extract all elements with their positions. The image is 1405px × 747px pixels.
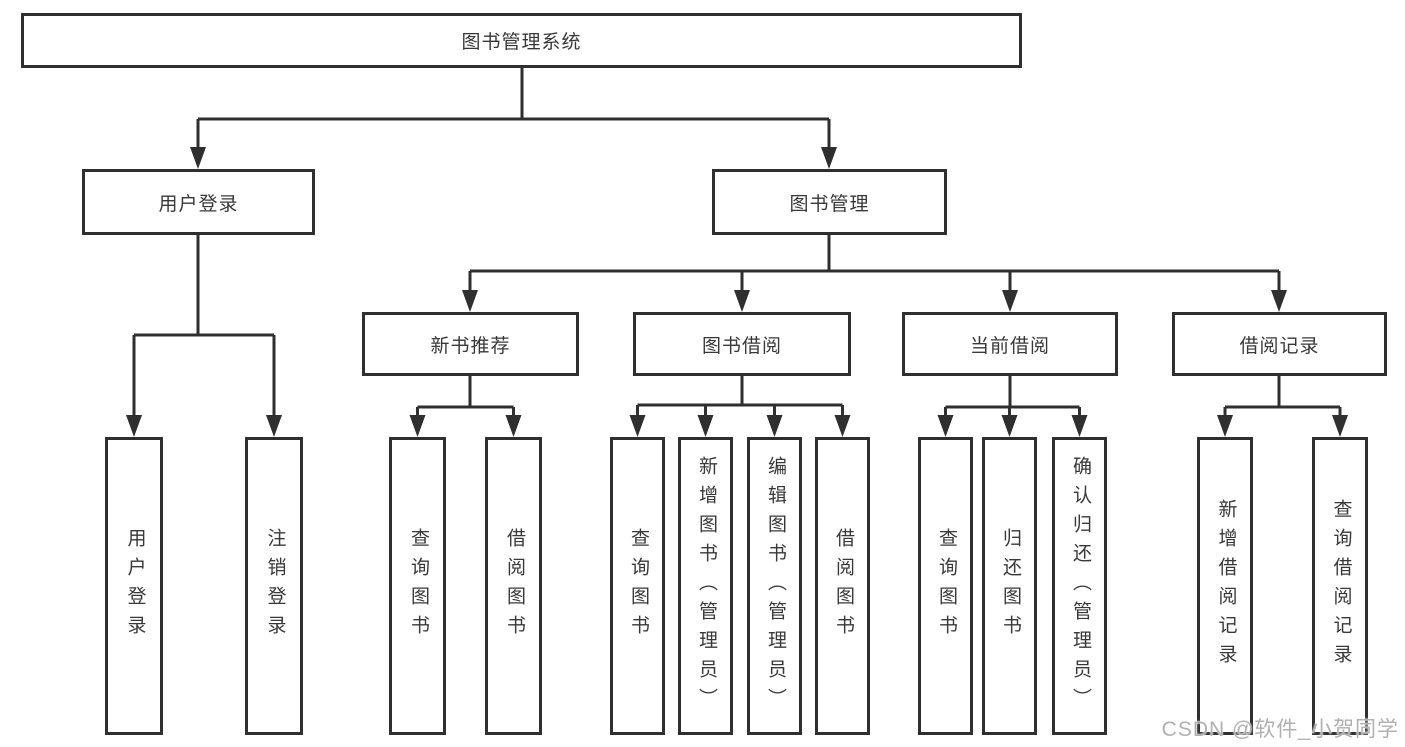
csdn-watermark: CSDN @软件_小贺同学 [1161,718,1399,741]
leaf-add-borrow-record: 新增借阅记录 [1197,437,1253,735]
leaf-query-borrow-record-label: 查询借阅记录 [1330,499,1352,673]
leaf-query-books-current: 查询图书 [918,437,973,735]
leaf-return-books-label: 归还图书 [999,528,1021,644]
leaf-add-borrow-record-label: 新增借阅记录 [1215,499,1237,673]
leaf-edit-book-admin-label: 编辑图书（管理员） [764,455,786,717]
node-library-management-system: 图书管理系统 [21,13,1022,68]
node-book-management: 图书管理 [712,169,947,235]
leaf-borrow-books: 借阅图书 [815,437,870,735]
leaf-borrow-books-recommend-label: 借阅图书 [503,528,525,644]
leaf-add-book-admin: 新增图书（管理员） [678,437,733,735]
leaf-add-book-admin-label: 新增图书（管理员） [695,455,717,717]
leaf-user-login-label: 用户登录 [124,528,146,644]
leaf-query-books-recommend-label: 查询图书 [407,528,429,644]
leaf-query-books-borrow-label: 查询图书 [627,528,649,644]
node-book-borrowing: 图书借阅 [633,312,851,376]
node-new-book-recommend: 新书推荐 [362,312,579,376]
leaf-borrow-books-label: 借阅图书 [832,528,854,644]
node-current-borrowing: 当前借阅 [902,312,1118,376]
leaf-query-books-borrow: 查询图书 [610,437,665,735]
leaf-query-books-current-label: 查询图书 [935,528,957,644]
leaf-edit-book-admin: 编辑图书（管理员） [747,437,802,735]
leaf-user-login: 用户登录 [105,437,163,735]
leaf-confirm-return-admin: 确认归还（管理员） [1052,437,1107,735]
leaf-query-books-recommend: 查询图书 [389,437,446,735]
leaf-borrow-books-recommend: 借阅图书 [485,437,542,735]
leaf-logout-label: 注销登录 [264,528,286,644]
leaf-confirm-return-admin-label: 确认归还（管理员） [1069,455,1091,717]
leaf-query-borrow-record: 查询借阅记录 [1312,437,1368,735]
leaf-return-books: 归还图书 [982,437,1037,735]
arrowheads [126,147,1348,437]
leaf-logout: 注销登录 [245,437,303,735]
node-user-login: 用户登录 [82,169,315,235]
node-borrowing-records: 借阅记录 [1172,312,1387,376]
